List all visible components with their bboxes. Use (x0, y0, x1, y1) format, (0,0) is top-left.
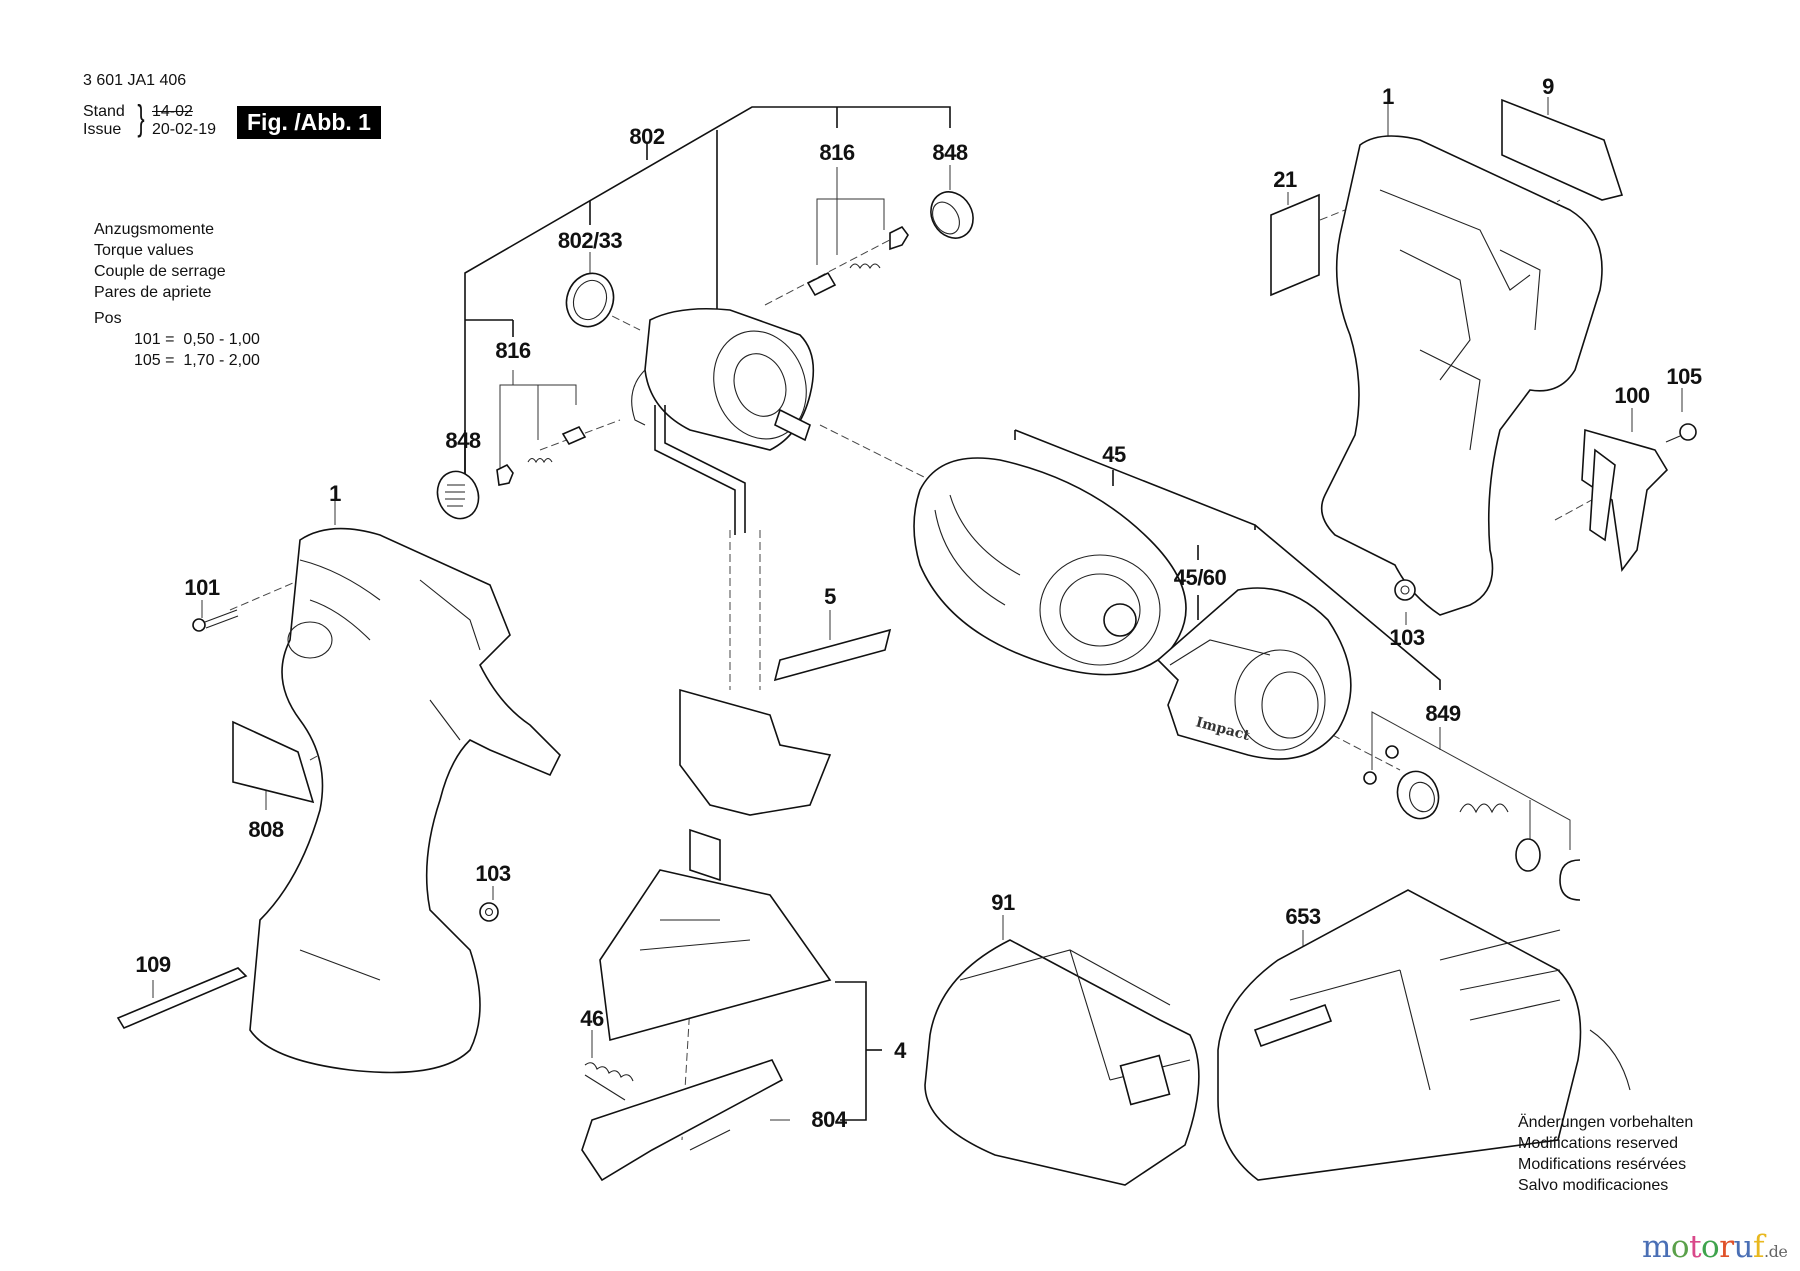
torque-row-pos: 101 (134, 331, 161, 348)
gear-housing-45 (913, 457, 1187, 676)
torque-row-pos: 105 (134, 352, 161, 369)
torque-row-range: 0,50 - 1,00 (183, 331, 260, 348)
housing-half-left (249, 527, 561, 1074)
carbon-brush-set-top (806, 225, 909, 297)
torque-heading-es: Pares de apriete (94, 284, 212, 301)
stand-label: Stand (83, 103, 125, 120)
logo-letter: o (1670, 1229, 1690, 1265)
torque-heading-fr: Couple de serrage (94, 263, 226, 280)
logo-letter: m (1642, 1229, 1671, 1265)
screw-105 (1665, 423, 1697, 443)
slide-switch-5 (773, 628, 892, 682)
belt-clip-100 (1581, 428, 1669, 573)
part-label-1-left: 1 (329, 481, 341, 506)
logo-letter: o (1701, 1229, 1720, 1265)
part-label-816-left: 816 (495, 338, 531, 363)
part-label-46: 46 (580, 1006, 604, 1031)
leader-849-fan (1371, 711, 1571, 850)
logo-wordmark: motoruf (1642, 1229, 1764, 1265)
spring-46 (584, 1062, 634, 1101)
part-label-4: 4 (894, 1038, 906, 1063)
part-label-109: 109 (135, 952, 171, 977)
part-label-5: 5 (824, 584, 836, 609)
part-label-1-right: 1 (1382, 84, 1394, 109)
label-plate-21 (1270, 193, 1320, 297)
part-label-804: 804 (811, 1107, 847, 1132)
charger-653 (1217, 889, 1631, 1181)
part-label-849: 849 (1425, 701, 1461, 726)
logo-letter: u (1733, 1229, 1754, 1265)
part-label-101: 101 (184, 575, 220, 600)
o-ring-802-33 (565, 272, 615, 328)
issue-label: Issue (83, 121, 122, 138)
bit-109 (116, 967, 248, 1030)
note-en: Modifications reserved (1518, 1135, 1679, 1152)
torque-pos-label: Pos (94, 310, 122, 327)
part-label-91: 91 (991, 890, 1015, 915)
leader-4-bracket (835, 981, 867, 1121)
motoruf-logo[interactable]: motoruf.de (1642, 1229, 1788, 1265)
spring-set-849 (1363, 745, 1581, 901)
gear-cover-45-60: Impact (1156, 587, 1352, 760)
nut-103-right (1394, 579, 1416, 601)
nut-103-left (479, 902, 499, 922)
motor-802 (631, 307, 815, 535)
note-de: Änderungen vorbehalten (1518, 1114, 1694, 1131)
torque-heading-de: Anzugsmomente (94, 221, 215, 238)
contact-plate-804 (581, 1059, 784, 1182)
part-label-848-left: 848 (445, 428, 481, 453)
torque-row: 101 = 0,50 - 1,00 (134, 331, 260, 348)
modification-notes: Änderungen vorbehalten Modifications res… (1518, 1112, 1693, 1196)
torque-table: Anzugsmomente Torque values Couple de se… (94, 219, 260, 371)
motor-wires (654, 405, 746, 535)
part-label-802-33: 802/33 (557, 228, 623, 253)
screw-101 (192, 609, 239, 632)
note-fr: Modifications resérvées (1518, 1156, 1687, 1173)
logo-letter: f (1753, 1229, 1764, 1265)
torque-row: 105 = 1,70 - 2,00 (134, 352, 260, 369)
logo-letter: r (1719, 1229, 1734, 1265)
brace-icon: } (137, 97, 145, 138)
stand-issue-labels: Stand Issue (83, 103, 125, 139)
part-label-45-60: 45/60 (1173, 565, 1227, 590)
battery-connector-base-4 (599, 869, 832, 1042)
end-cap-848-top (930, 191, 974, 239)
stand-issue-dates: 14-02 20-02-19 (152, 103, 216, 139)
issue-date: 20-02-19 (152, 121, 217, 138)
carbon-brush-set-left (496, 425, 587, 486)
torque-heading-en: Torque values (94, 242, 194, 259)
label-plate-808 (232, 720, 315, 804)
note-es: Salvo modificaciones (1518, 1177, 1669, 1194)
part-label-103-right: 103 (1389, 625, 1425, 650)
part-label-100: 100 (1614, 383, 1650, 408)
part-label-816-top: 816 (819, 140, 855, 165)
leader-802-bracket (464, 106, 951, 505)
leader-lines (152, 97, 1683, 1121)
part-label-653: 653 (1285, 904, 1321, 929)
housing-half-right (1320, 135, 1603, 616)
switch-assembly (679, 688, 832, 882)
logo-letter: t (1689, 1229, 1702, 1265)
leader-849-line (1254, 524, 1441, 690)
part-label-848-top: 848 (932, 140, 968, 165)
torque-row-range: 1,70 - 2,00 (183, 352, 260, 369)
document-number: 3 601 JA1 406 (83, 72, 187, 89)
battery-pack-91 (924, 939, 1200, 1186)
part-label-105: 105 (1666, 364, 1702, 389)
end-cap-848-left (436, 470, 480, 520)
logo-suffix: .de (1764, 1242, 1788, 1261)
label-plate-9 (1501, 98, 1624, 201)
figure-badge: Fig. /Abb. 1 (237, 106, 381, 139)
part-label-103-left: 103 (475, 861, 511, 886)
part-label-808: 808 (248, 817, 284, 842)
stand-date: 14-02 (152, 103, 193, 120)
part-label-21: 21 (1273, 167, 1297, 192)
part-label-802: 802 (629, 124, 665, 149)
part-label-45: 45 (1102, 442, 1126, 467)
part-label-9: 9 (1542, 74, 1554, 99)
